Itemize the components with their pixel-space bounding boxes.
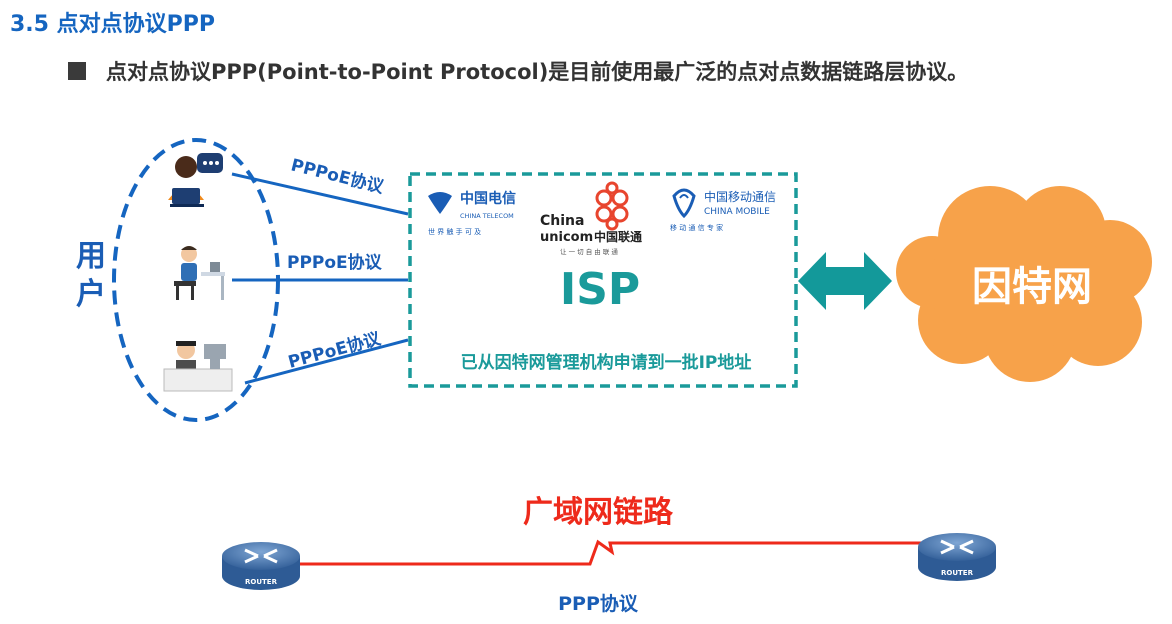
china-mobile-logo: 中国移动通信 CHINA MOBILE 移 动 通 信 专 家 <box>670 188 776 232</box>
internet-label: 因特网 <box>972 264 1092 310</box>
section-title: 3.5 点对点协议PPP <box>10 12 216 37</box>
bullet-marker <box>68 62 86 80</box>
pppoe-link-1 <box>231 172 409 216</box>
china-telecom-logo: 中国电信 CHINA TELECOM 世 界 触 手 可 及 <box>428 190 516 236</box>
pppoe-label-2: PPPoE协议 <box>287 252 383 273</box>
users-label-line1: 用 <box>76 239 106 274</box>
isp-box <box>408 172 798 388</box>
telecom-name: 中国电信 <box>460 190 516 207</box>
wan-link-line <box>298 539 930 566</box>
isp-label: ISP <box>560 264 640 315</box>
router-left-label: ROUTER <box>245 578 278 586</box>
mobile-name-en: CHINA MOBILE <box>704 207 770 217</box>
user-laptop-icon <box>168 153 223 207</box>
unicom-name: 中国联通 <box>594 229 642 244</box>
china-unicom-logo: China unicom 中国联通 让 一 切 自 由 联 通 <box>540 181 642 256</box>
users-label-line2: 户 <box>76 277 106 312</box>
unicom-slogan: 让 一 切 自 由 联 通 <box>560 247 618 256</box>
isp-internet-double-arrow <box>798 252 892 310</box>
pppoe-label-3: PPPoE协议 <box>286 328 384 373</box>
unicom-word1: China <box>540 213 584 229</box>
telecom-slogan: 世 界 触 手 可 及 <box>428 227 481 236</box>
router-left-icon: ROUTER <box>222 542 300 590</box>
pppoe-link-3 <box>244 338 409 385</box>
ppp-protocol-label: PPP协议 <box>558 592 639 615</box>
mobile-slogan: 移 动 通 信 专 家 <box>670 223 723 232</box>
bullet-text: 点对点协议PPP(Point-to-Point Protocol)是目前使用最广… <box>106 60 969 84</box>
user-office-icon <box>163 341 233 392</box>
internet-cloud <box>896 186 1152 382</box>
mobile-name: 中国移动通信 <box>704 189 776 204</box>
user-desk-icon <box>174 246 225 300</box>
isp-note: 已从因特网管理机构申请到一批IP地址 <box>461 352 752 373</box>
router-right-label: ROUTER <box>941 569 974 577</box>
unicom-word2: unicom <box>540 230 593 245</box>
telecom-name-en: CHINA TELECOM <box>460 212 514 220</box>
router-right-icon: ROUTER <box>918 533 996 581</box>
wan-link-title: 广域网链路 <box>523 495 674 530</box>
